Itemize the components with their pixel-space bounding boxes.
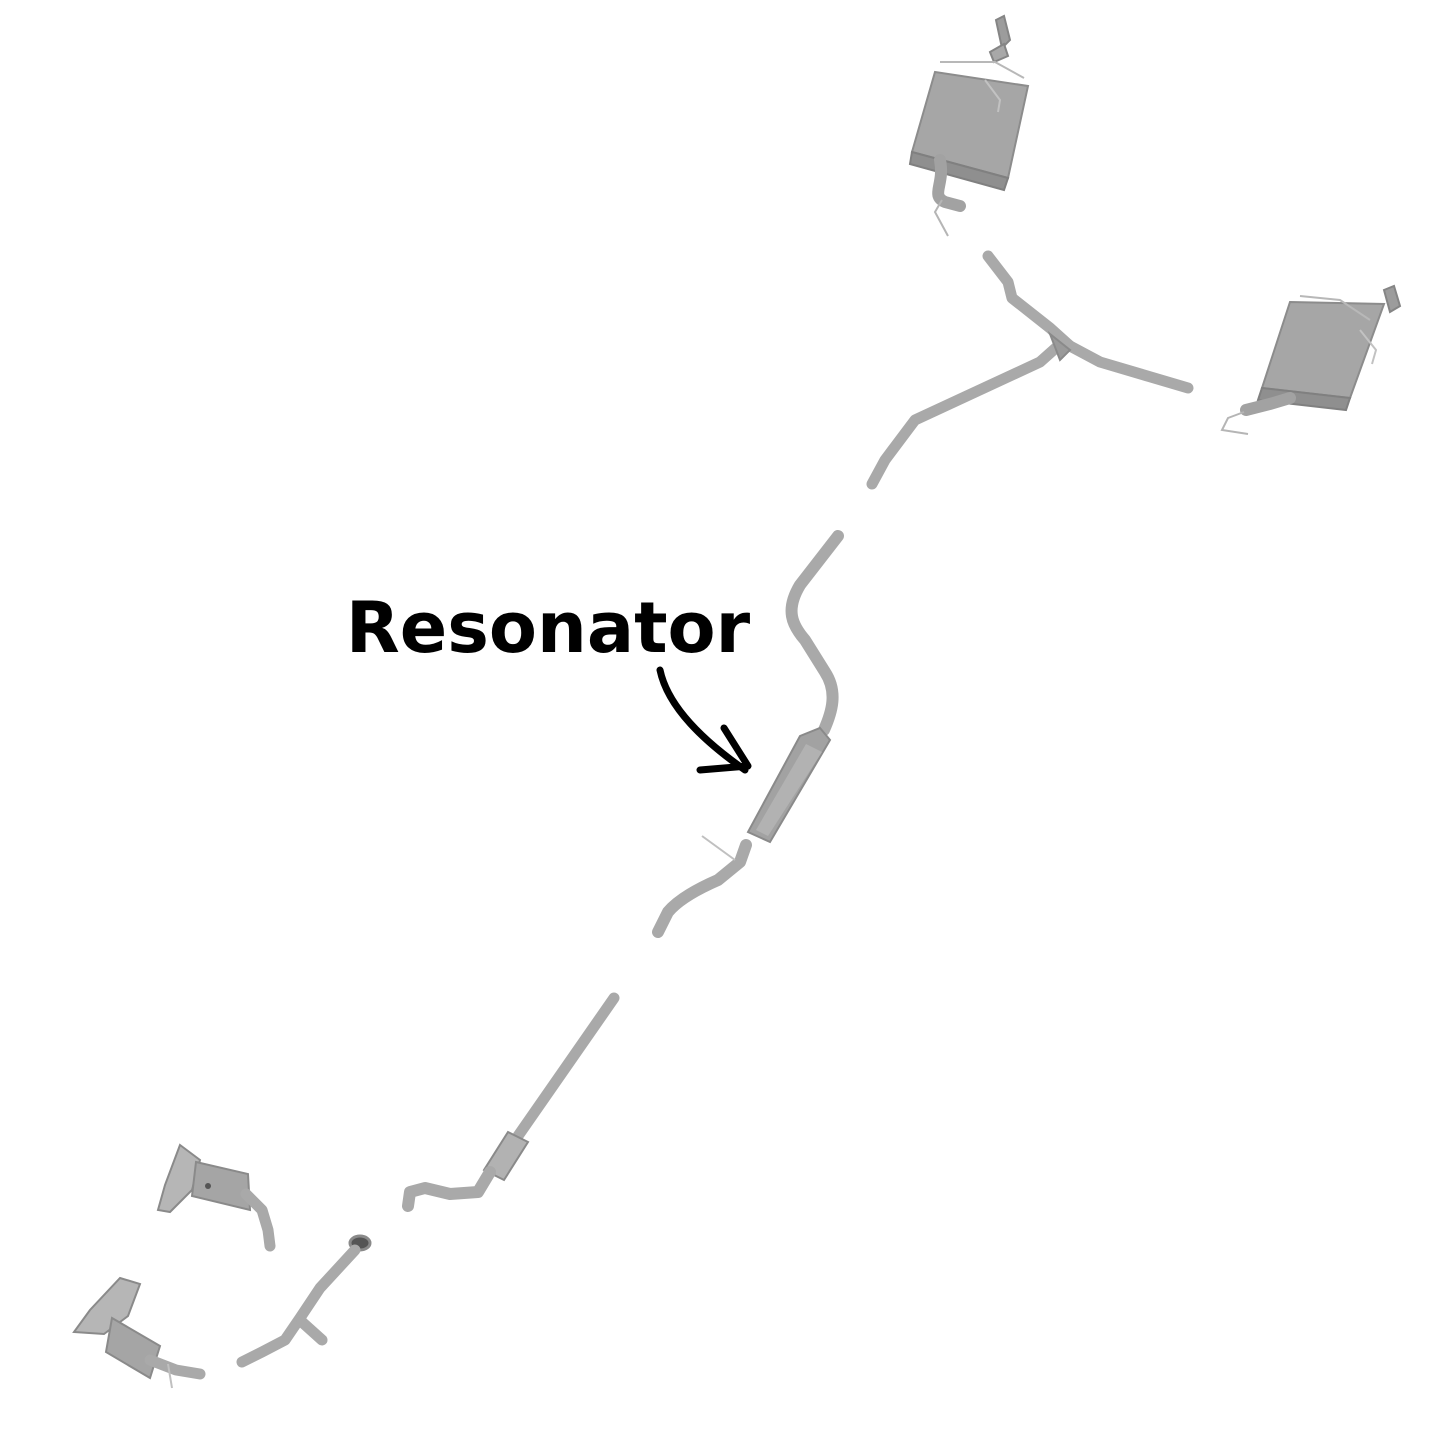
manifold-lower	[72, 1276, 206, 1389]
muffler-left	[908, 14, 1030, 237]
front-pipe-catalytic	[402, 992, 620, 1212]
callout-arrow	[656, 666, 752, 774]
resonator	[746, 726, 832, 844]
muffler-right	[1220, 284, 1402, 435]
y-pipe-rear	[866, 250, 1194, 490]
intermediate-pipe	[652, 530, 844, 938]
flex-pipe-y	[236, 1234, 372, 1368]
resonator-callout-label: Resonator	[346, 587, 751, 669]
manifold-upper	[156, 1143, 276, 1252]
